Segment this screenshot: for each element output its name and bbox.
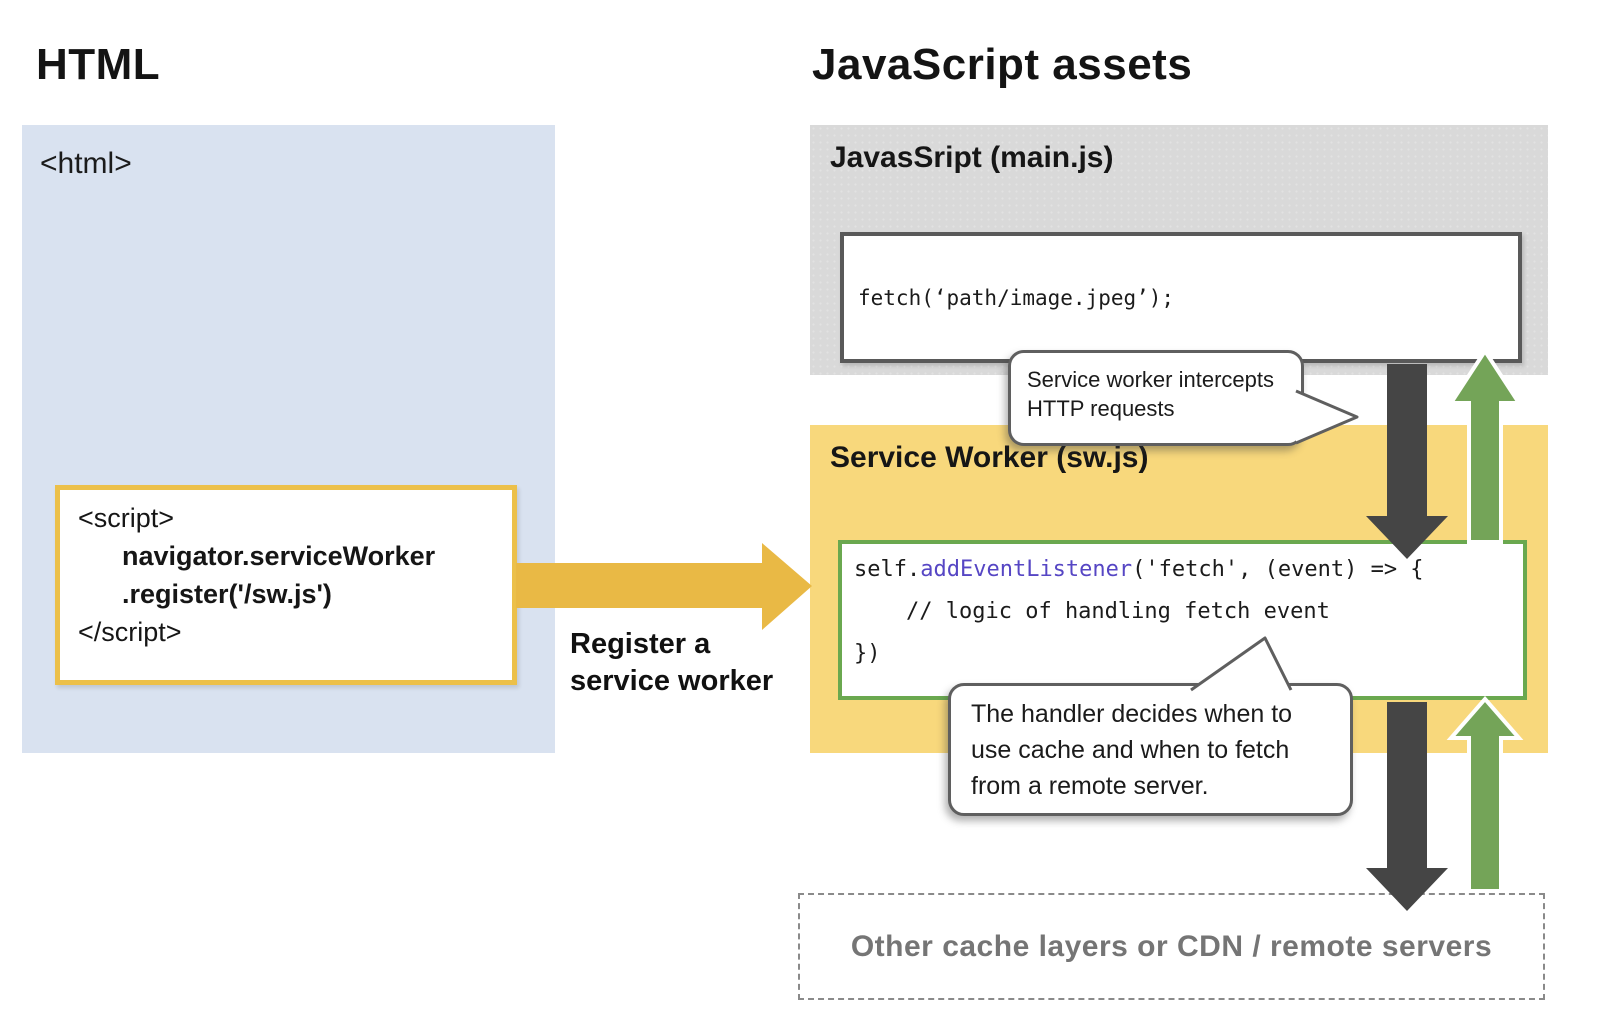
- service-worker-title: Service Worker (sw.js): [830, 441, 1149, 474]
- html-panel: <html> <script> navigator.serviceWorker …: [22, 125, 555, 753]
- sw-code-self: self.: [854, 557, 921, 582]
- script-line-close: </script>: [78, 617, 182, 647]
- fetch-code-box: fetch(‘path/image.jpeg’);: [840, 232, 1522, 363]
- sw-code-line-3: }): [854, 641, 881, 666]
- handler-callout-text: The handler decides when to use cache an…: [971, 700, 1293, 800]
- register-script-box: <script> navigator.serviceWorker .regist…: [55, 485, 517, 685]
- sw-code-line-1: self.addEventListener('fetch', (event) =…: [854, 549, 1523, 591]
- main-js-panel: JavasSript (main.js) fetch(‘path/image.j…: [810, 125, 1548, 375]
- sw-code-args: ('fetch', (event) => {: [1132, 557, 1424, 582]
- script-line-register: .register('/sw.js'): [122, 579, 332, 609]
- register-arrow-label: Register a service worker: [570, 626, 773, 700]
- register-label-line2: service worker: [570, 665, 774, 697]
- register-arrow: [516, 543, 812, 630]
- html-heading: HTML: [36, 40, 161, 89]
- cache-layers-label: Other cache layers or CDN / remote serve…: [850, 929, 1493, 963]
- fetch-code: fetch(‘path/image.jpeg’);: [858, 285, 1175, 310]
- intercept-callout: Service worker intercepts HTTP requests: [1008, 350, 1304, 446]
- sw-code-keyword: addEventListener: [920, 557, 1133, 582]
- html-tag-label: <html>: [40, 147, 132, 180]
- sw-code-box: self.addEventListener('fetch', (event) =…: [838, 540, 1527, 700]
- script-line-navigator: navigator.serviceWorker: [122, 541, 436, 571]
- cache-layers-box: Other cache layers or CDN / remote serve…: [798, 893, 1545, 1000]
- register-label-line1: Register a: [570, 628, 711, 660]
- sw-code-line-2: // logic of handling fetch event: [906, 599, 1330, 624]
- intercept-callout-text: Service worker intercepts HTTP requests: [1027, 367, 1274, 421]
- script-line-open: <script>: [78, 503, 175, 533]
- javascript-assets-heading: JavaScript assets: [812, 40, 1193, 89]
- main-js-title: JavasSript (main.js): [830, 141, 1114, 174]
- handler-callout: The handler decides when to use cache an…: [948, 683, 1353, 816]
